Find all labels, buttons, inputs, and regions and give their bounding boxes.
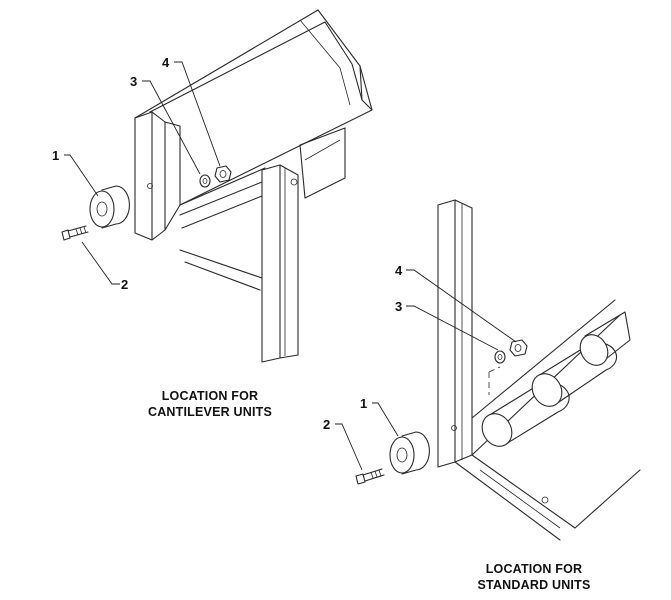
bolt-2-cantilever [61, 225, 89, 241]
standard-caption-line2: STANDARD UNITS [478, 578, 591, 592]
cantilever-frame [134, 9, 373, 363]
wheel-1-standard [389, 431, 430, 475]
nut-4-cantilever [214, 165, 232, 183]
callout-2-standard: 2 [323, 417, 330, 432]
bolt-2-standard [355, 468, 385, 485]
standard-caption: LOCATION FOR STANDARD UNITS [478, 562, 591, 592]
nut-4-standard [509, 339, 528, 357]
cantilever-callouts: 1 2 3 4 [52, 55, 221, 292]
standard-callouts: 1 2 3 4 [323, 263, 517, 471]
callout-3-cantilever: 3 [130, 74, 137, 89]
standard-frame [437, 199, 641, 541]
washer-3-cantilever [199, 174, 211, 188]
callout-1-cantilever: 1 [52, 148, 59, 163]
wheel-1-cantilever [89, 185, 130, 229]
cantilever-caption: LOCATION FOR CANTILEVER UNITS [148, 389, 272, 419]
callout-4-standard: 4 [395, 263, 403, 278]
standard-caption-line1: LOCATION FOR [486, 562, 583, 576]
washer-3-standard [494, 350, 506, 364]
callout-3-standard: 3 [395, 299, 402, 314]
callout-2-cantilever: 2 [121, 277, 128, 292]
callout-4-cantilever: 4 [162, 55, 170, 70]
callout-1-standard: 1 [360, 396, 367, 411]
cantilever-caption-line2: CANTILEVER UNITS [148, 405, 272, 419]
cantilever-caption-line1: LOCATION FOR [162, 389, 259, 403]
conveyor-rollers [481, 311, 631, 447]
